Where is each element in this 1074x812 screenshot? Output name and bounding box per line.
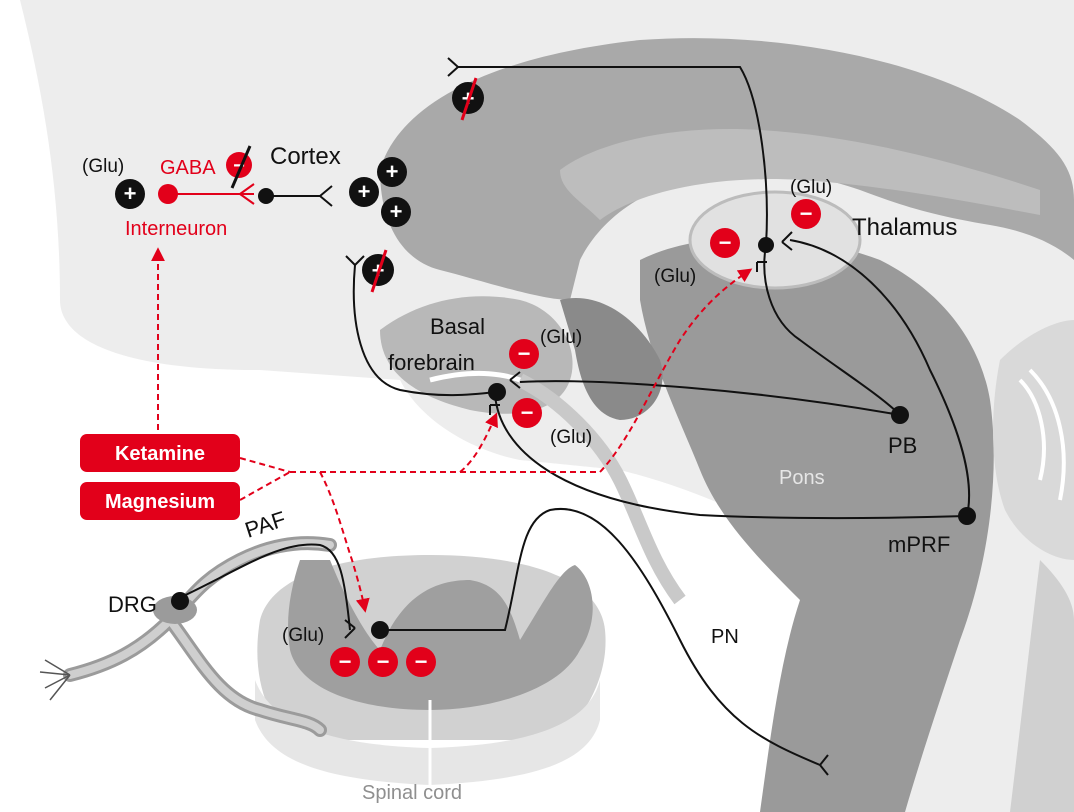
glu-label-thalamus-left: (Glu) (654, 266, 696, 287)
ketamine-junction (239, 457, 291, 473)
cortex-bf-path (352, 264, 496, 397)
arrow-to-spinal-cord (319, 471, 370, 613)
ketamine-label: Ketamine (115, 443, 205, 465)
svg-text:−: − (521, 400, 534, 425)
bf-pb-path (519, 380, 901, 416)
minus-sign-spinal-1: − (330, 647, 360, 677)
magnesium-junction (239, 471, 291, 501)
glu-label-spinal: (Glu) (282, 625, 324, 646)
glu-label-bf-top: (Glu) (540, 327, 582, 348)
cortex-neuron-soma (258, 188, 274, 204)
minus-sign-spinal-2: − (368, 647, 398, 677)
bf-neuron-soma (488, 383, 506, 401)
drg-label: DRG (108, 592, 157, 617)
plus-sign-interneuron: + (115, 179, 145, 209)
thalamus-pb-path (763, 244, 901, 416)
spinal-cord (255, 555, 606, 785)
gaba-label: GABA (160, 157, 216, 179)
basal-label: Basal (430, 314, 485, 339)
corpus-callosum (560, 129, 1040, 220)
spinal-neuron-soma (371, 621, 389, 639)
forebrain-label: forebrain (388, 350, 475, 375)
grey-matter (288, 560, 593, 710)
svg-text:−: − (233, 155, 245, 177)
thalamus-label: Thalamus (852, 214, 957, 241)
neuron-somata (158, 184, 976, 639)
plus-sign-cortex-3: + (381, 197, 411, 227)
plus-sign-cortex-2: + (377, 157, 407, 187)
spinal-pn-path (380, 507, 821, 766)
cerebrum (380, 38, 1074, 301)
paf-path (174, 543, 351, 631)
pons-tissue (640, 237, 994, 812)
cortex-thalamus-path (458, 66, 768, 246)
thalamus-neuron-soma (758, 237, 774, 253)
plus-sign-blocked-top: + (452, 77, 484, 121)
minus-signs: − − − − − − − − (226, 145, 821, 677)
svg-text:−: − (339, 649, 352, 674)
plus-sign-blocked-bf: + (362, 249, 394, 293)
drg-neuron-soma (171, 592, 189, 610)
basal-forebrain-area (380, 296, 686, 605)
pons-label: Pons (779, 467, 825, 489)
cortex-terminal (319, 185, 333, 207)
interneuron-label: Interneuron (125, 218, 227, 240)
svg-text:−: − (719, 230, 732, 255)
minus-sign-bf-1: − (509, 339, 539, 369)
neuron-pathways (174, 66, 971, 766)
svg-text:+: + (386, 159, 399, 184)
cerebellum (993, 320, 1074, 812)
synapse-terminals (344, 57, 829, 776)
glu-label-thalamus-top: (Glu) (790, 177, 832, 198)
ketamine-box: Ketamine (80, 434, 240, 472)
cerebellum-tissue (993, 320, 1074, 560)
plus-signs: + + + + + + (115, 77, 484, 293)
minus-sign-bf-2: − (512, 398, 542, 428)
svg-text:+: + (390, 199, 403, 224)
svg-text:−: − (800, 201, 813, 226)
pn-label: PN (711, 626, 739, 648)
svg-text:+: + (358, 179, 371, 204)
magnesium-box: Magnesium (80, 482, 240, 520)
minus-sign-thalamus-1: − (791, 199, 821, 229)
minus-sign-spinal-3: − (406, 647, 436, 677)
svg-text:−: − (415, 649, 428, 674)
interneuron-path (168, 183, 255, 205)
magnesium-label: Magnesium (105, 491, 215, 513)
mprf-neuron-soma (958, 507, 976, 525)
spinal-cord-label: Spinal cord (362, 782, 462, 804)
plus-sign-cortex-1: + (349, 177, 379, 207)
interneuron-soma (158, 184, 178, 204)
paf-label: PAF (242, 506, 289, 542)
pb-label: PB (888, 433, 917, 458)
bf-mprf-path (494, 394, 968, 520)
text-labels: Cortex Thalamus Basal forebrain PB Pons … (82, 143, 957, 804)
svg-text:+: + (124, 181, 137, 206)
minus-sign-gaba: − (226, 145, 252, 189)
hypothalamus (560, 298, 663, 420)
glu-label-interneuron: (Glu) (82, 156, 124, 177)
mprf-label: mPRF (888, 532, 950, 557)
minus-sign-thalamus-2: − (710, 228, 740, 258)
cortex-label: Cortex (270, 143, 341, 170)
glu-label-bf-bottom: (Glu) (550, 427, 592, 448)
drug-action-arrows (151, 247, 753, 613)
pb-neuron-soma (891, 406, 909, 424)
thalamus-mprf-path (789, 239, 971, 517)
cortex-tissue (380, 38, 1074, 301)
svg-text:−: − (377, 649, 390, 674)
svg-text:−: − (518, 341, 531, 366)
